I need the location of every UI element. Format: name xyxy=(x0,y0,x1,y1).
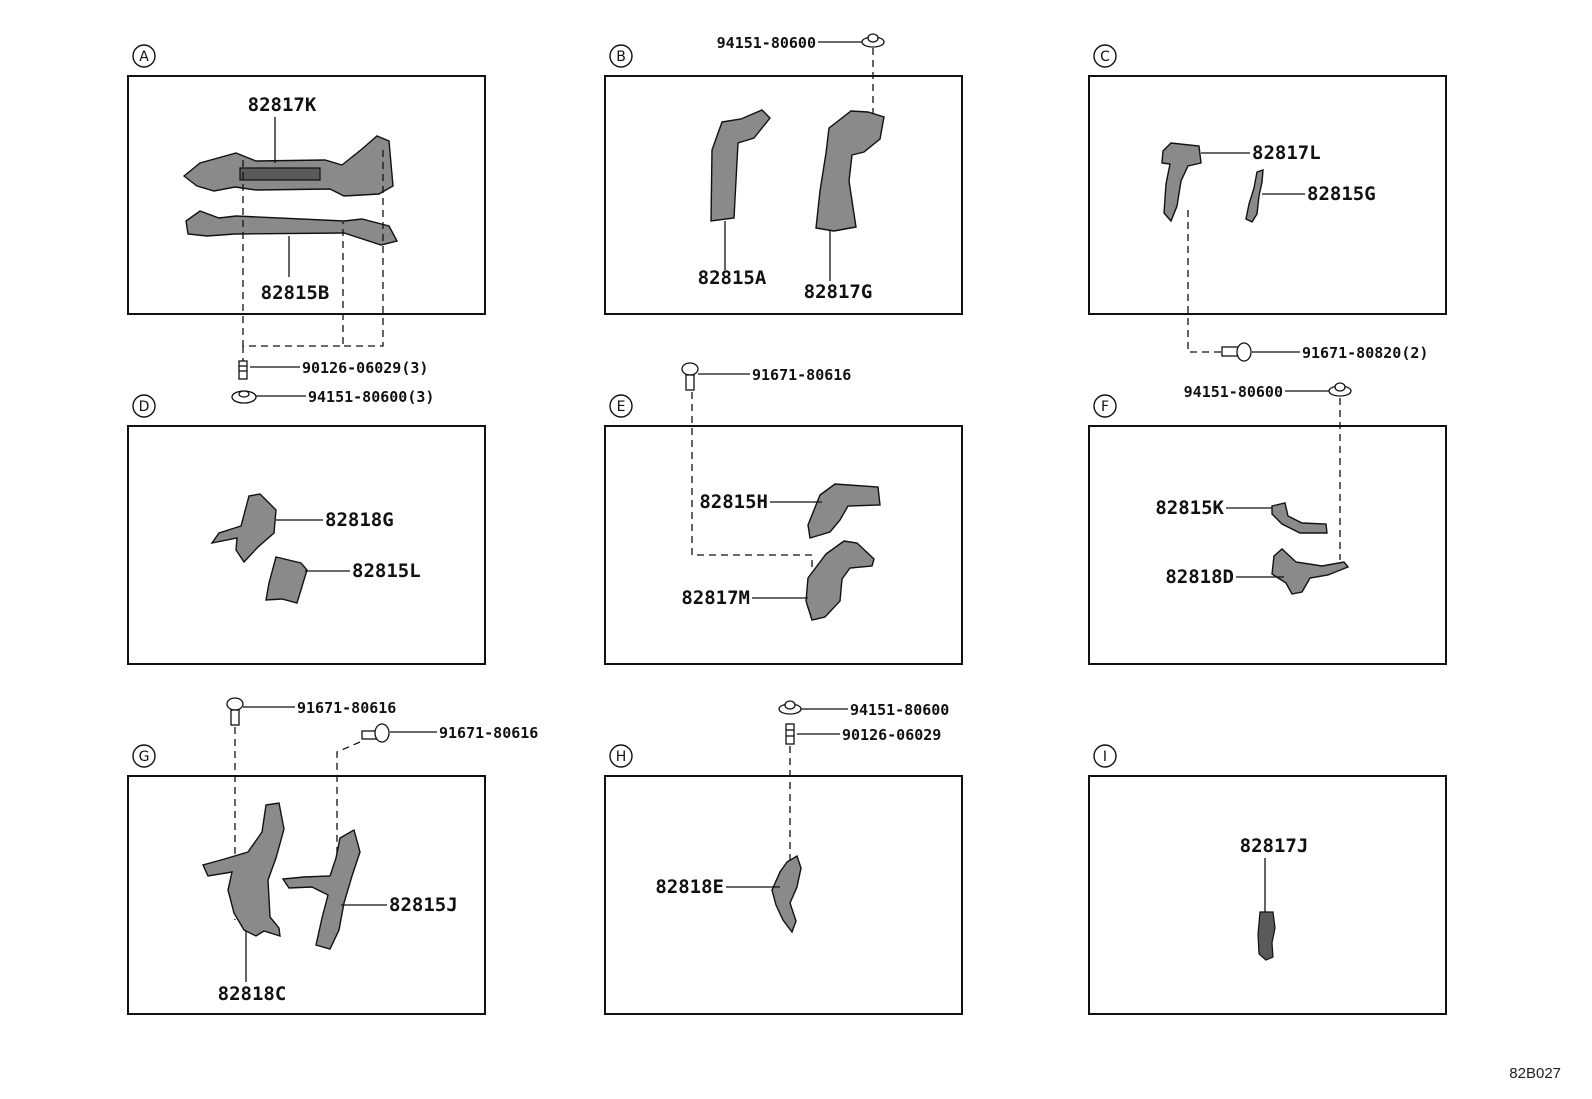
section-c-marker xyxy=(1093,44,1117,68)
part-label-82815a[interactable]: 82815A xyxy=(698,267,767,289)
part-82818e-shape xyxy=(771,854,802,934)
section-g: G 91671-80616 91671-80616 82818C 82815J xyxy=(127,697,538,1015)
guide-a-1 xyxy=(242,160,344,347)
part-label-82818g[interactable]: 82818G xyxy=(325,509,394,531)
b-nut-icon xyxy=(861,33,885,48)
part-label-82817g[interactable]: 82817G xyxy=(804,281,873,303)
guide-g-2 xyxy=(336,741,361,872)
part-82815a-shape xyxy=(710,109,771,222)
guide-e xyxy=(691,392,813,570)
section-h-letter: H xyxy=(616,749,627,765)
part-82817m-shape xyxy=(805,540,875,621)
e-bolt-label[interactable]: 91671-80616 xyxy=(752,366,851,384)
part-82817k-detail xyxy=(239,167,321,181)
a-nut-icon xyxy=(231,390,257,404)
section-f-marker xyxy=(1093,394,1117,418)
section-c-box xyxy=(1088,75,1447,315)
g-bolt-1-icon xyxy=(226,697,244,726)
section-f-box xyxy=(1088,425,1447,665)
part-82818g-shape xyxy=(210,493,277,564)
h-bolt-label[interactable]: 90126-06029 xyxy=(842,726,941,744)
part-label-82818d[interactable]: 82818D xyxy=(1165,566,1234,588)
section-f: F 94151-80600 82815K 82818D xyxy=(1088,382,1447,665)
section-b-box xyxy=(604,75,963,315)
b-nut-label[interactable]: 94151-80600 xyxy=(717,34,816,52)
section-d: D 82818G 82815L xyxy=(127,394,486,665)
h-bolt-icon xyxy=(785,723,795,745)
section-e-letter: E xyxy=(617,399,626,415)
part-label-82817k[interactable]: 82817K xyxy=(248,94,317,116)
section-e: E 91671-80616 82815H 82817M xyxy=(604,362,963,665)
section-b: B 94151-80600 82815A 82817G xyxy=(604,33,963,315)
section-h: H 94151-80600 90126-06029 82818E xyxy=(604,700,963,1015)
section-b-letter: B xyxy=(616,49,626,65)
section-e-box xyxy=(604,425,963,665)
part-82815b-shape xyxy=(185,210,399,246)
g-bolt-1-label[interactable]: 91671-80616 xyxy=(297,699,396,717)
guide-c xyxy=(1187,210,1222,353)
diagram-code: 82B027 xyxy=(1509,1065,1561,1082)
section-b-marker xyxy=(609,44,633,68)
part-82817j-shape xyxy=(1257,911,1276,961)
section-d-box xyxy=(127,425,486,665)
h-nut-icon xyxy=(778,700,802,715)
part-label-82817m[interactable]: 82817M xyxy=(681,587,750,609)
section-i-box xyxy=(1088,775,1447,1015)
guide-a-2 xyxy=(343,150,384,347)
part-82817g-shape xyxy=(815,110,885,232)
part-label-82818e[interactable]: 82818E xyxy=(655,876,724,898)
section-a-marker xyxy=(132,44,156,68)
g-bolt-2-label[interactable]: 91671-80616 xyxy=(439,724,538,742)
section-c: C 82817L 82815G 91671-80820(2) xyxy=(1088,44,1447,362)
a-bolt-label[interactable]: 90126-06029(3) xyxy=(302,359,428,377)
section-d-marker xyxy=(132,394,156,418)
part-82815j-shape xyxy=(281,828,361,950)
c-bolt-icon xyxy=(1221,342,1252,362)
part-label-82815j[interactable]: 82815J xyxy=(389,894,458,916)
section-g-box xyxy=(127,775,486,1015)
part-82815h-shape xyxy=(807,483,881,539)
f-nut-label[interactable]: 94151-80600 xyxy=(1184,383,1283,401)
part-label-82815g[interactable]: 82815G xyxy=(1307,183,1376,205)
part-label-82815h[interactable]: 82815H xyxy=(699,491,768,513)
part-label-82817j[interactable]: 82817J xyxy=(1240,835,1309,857)
section-i-marker xyxy=(1093,744,1117,768)
section-h-marker xyxy=(609,744,633,768)
part-82818c-shape xyxy=(202,802,285,937)
part-82817l-shape xyxy=(1161,142,1202,223)
part-82817k-shape xyxy=(182,135,394,197)
section-f-letter: F xyxy=(1101,399,1109,415)
part-82815l-shape xyxy=(265,556,308,604)
e-bolt-icon xyxy=(681,362,699,391)
part-82815k-shape xyxy=(1271,502,1328,534)
section-i-letter: I xyxy=(1103,749,1107,765)
h-nut-label[interactable]: 94151-80600 xyxy=(850,701,949,719)
section-g-letter: G xyxy=(139,749,150,765)
part-82818d-shape xyxy=(1271,548,1350,595)
g-bolt-2-icon xyxy=(361,723,390,743)
part-82815g-shape xyxy=(1245,169,1264,223)
part-label-82817l[interactable]: 82817L xyxy=(1252,142,1321,164)
section-h-box xyxy=(604,775,963,1015)
section-a-box xyxy=(127,75,486,315)
c-bolt-label[interactable]: 91671-80820(2) xyxy=(1302,344,1428,362)
f-nut-icon xyxy=(1328,382,1352,397)
a-nut-label[interactable]: 94151-80600(3) xyxy=(308,388,434,406)
part-label-82815b[interactable]: 82815B xyxy=(261,282,330,304)
part-label-82815k[interactable]: 82815K xyxy=(1155,497,1224,519)
section-a-letter: A xyxy=(139,49,149,65)
section-i: I 82817J xyxy=(1088,744,1447,1015)
part-label-82815l[interactable]: 82815L xyxy=(352,560,421,582)
section-a: A 82817K 82815B 90126-06029(3) 94151-806… xyxy=(127,44,486,406)
section-d-letter: D xyxy=(139,399,150,415)
section-c-letter: C xyxy=(1100,49,1110,65)
part-label-82818c[interactable]: 82818C xyxy=(218,983,287,1005)
section-g-marker xyxy=(132,744,156,768)
a-bolt-icon xyxy=(238,360,248,380)
section-e-marker xyxy=(609,394,633,418)
